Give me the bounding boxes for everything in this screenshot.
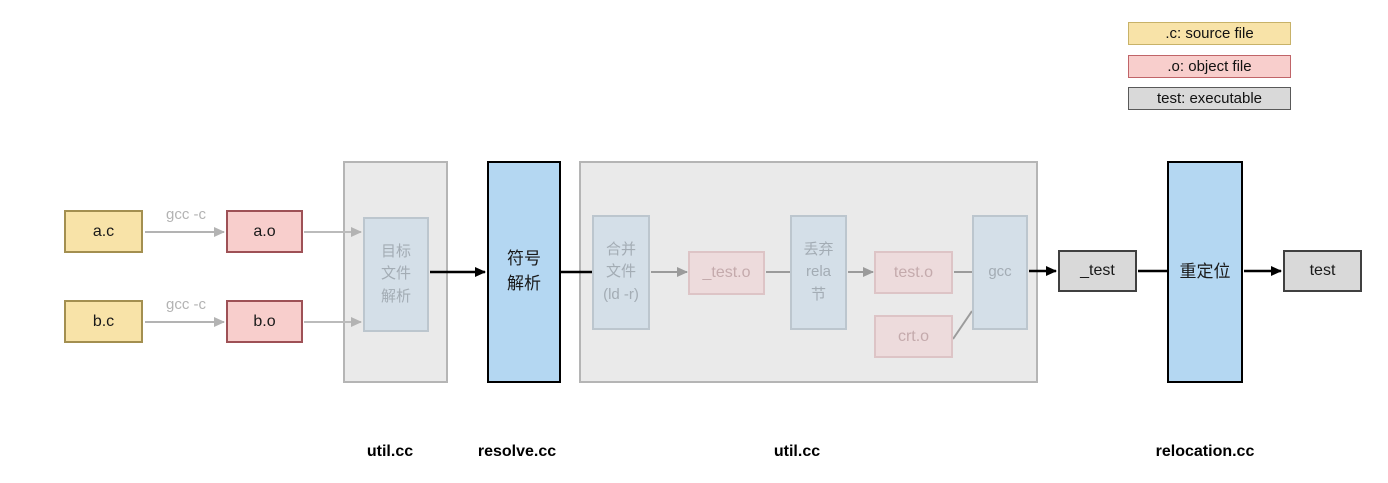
legend-executable: test: executable — [1128, 87, 1291, 110]
edge-label-gcc-c-bottom: gcc -c — [165, 296, 206, 313]
node-a-c: a.c — [64, 210, 143, 253]
node-crt-o: crt.o — [874, 315, 953, 358]
legend-object-file: .o: object file — [1128, 55, 1291, 78]
node-relocate: 重定位 — [1167, 161, 1243, 383]
node-test-exec: test — [1283, 250, 1362, 292]
file-label-relocation: relocation.cc — [1155, 443, 1255, 460]
node-tmp-test: _test — [1058, 250, 1137, 292]
edge-label-gcc-c-top: gcc -c — [165, 206, 206, 223]
node-test-o: test.o — [874, 251, 953, 294]
node-object-file-parse: 目标 文件 解析 — [363, 217, 429, 332]
node-tmp-test-o: _test.o — [688, 251, 765, 295]
file-label-util-2: util.cc — [773, 443, 821, 460]
node-b-c: b.c — [64, 300, 143, 343]
legend-source-file: .c: source file — [1128, 22, 1291, 45]
node-merge-files: 合并 文件 (ld -r) — [592, 215, 650, 330]
node-gcc: gcc — [972, 215, 1028, 330]
node-b-o: b.o — [226, 300, 303, 343]
node-discard-rela: 丢弃 rela 节 — [790, 215, 847, 330]
node-a-o: a.o — [226, 210, 303, 253]
file-label-resolve: resolve.cc — [477, 443, 557, 460]
node-symbol-resolve: 符号 解析 — [487, 161, 561, 383]
file-label-util-1: util.cc — [366, 443, 414, 460]
